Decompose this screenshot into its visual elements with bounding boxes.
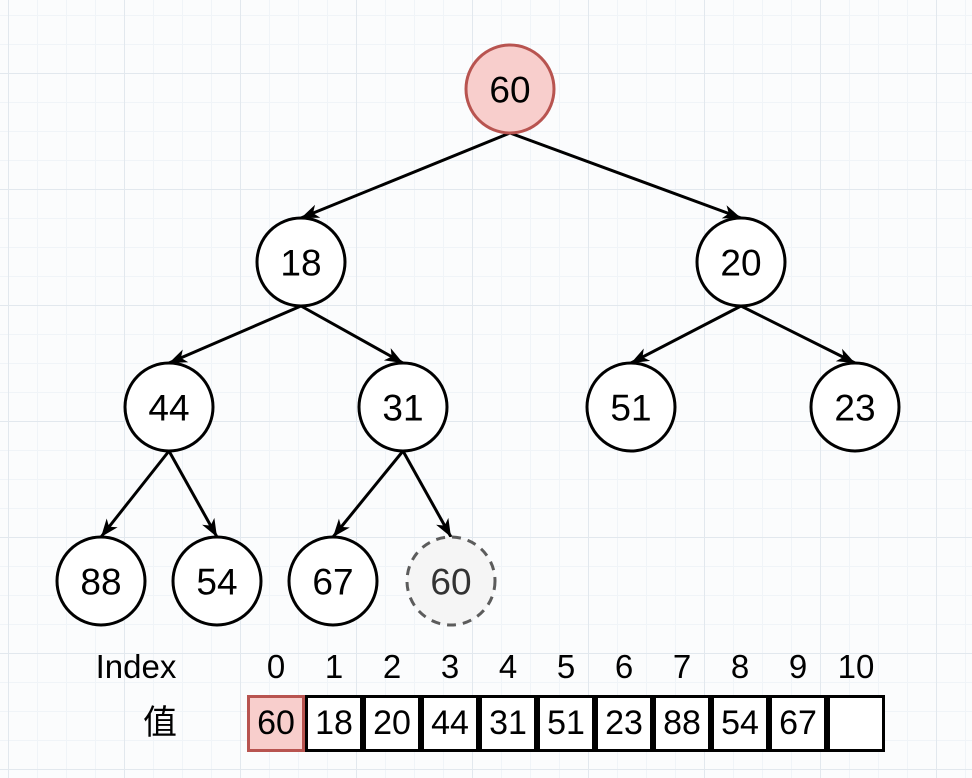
edge-31-60-ghost xyxy=(401,450,453,538)
tree-node-root-60: 60 xyxy=(464,43,556,135)
edge-44-54 xyxy=(167,450,219,538)
node-circle xyxy=(695,216,787,308)
index-number: 7 xyxy=(672,648,692,685)
tree-edges xyxy=(99,131,856,538)
node-label: 60 xyxy=(430,561,471,602)
array-index-row: 0 1 2 3 4 5 6 7 8 9 10 xyxy=(247,648,885,686)
index-number: 1 xyxy=(324,648,344,685)
index-number: 4 xyxy=(498,648,518,685)
index-number: 10 xyxy=(837,648,875,685)
index-number: 3 xyxy=(440,648,460,685)
tree-node-88: 88 xyxy=(55,535,147,627)
node-label: 88 xyxy=(80,561,121,602)
node-circle-highlighted xyxy=(464,43,556,135)
index-row-label: Index xyxy=(95,648,177,685)
value-cell: 18 xyxy=(305,695,363,752)
value-cell-empty xyxy=(827,695,885,752)
index-number: 8 xyxy=(730,648,750,685)
edge-60-18 xyxy=(300,131,511,220)
node-label: 18 xyxy=(280,242,321,283)
node-label: 60 xyxy=(489,69,530,110)
node-label: 31 xyxy=(382,387,423,428)
tree-node-44: 44 xyxy=(123,361,215,453)
node-label: 54 xyxy=(196,561,237,602)
node-label: 23 xyxy=(834,387,875,428)
index-number: 0 xyxy=(266,648,286,685)
tree-node-20: 20 xyxy=(695,216,787,308)
node-circle xyxy=(255,216,347,308)
node-circle xyxy=(585,361,677,453)
node-circle xyxy=(287,535,379,627)
node-label: 67 xyxy=(312,561,353,602)
tree-node-67: 67 xyxy=(287,535,379,627)
node-label: 51 xyxy=(610,387,651,428)
value-cell: 67 xyxy=(769,695,827,752)
edge-18-31 xyxy=(300,304,404,365)
node-circle xyxy=(809,361,901,453)
value-cell: 54 xyxy=(711,695,769,752)
node-circle xyxy=(171,535,263,627)
edge-20-51 xyxy=(630,304,742,365)
tree-node-54: 54 xyxy=(171,535,263,627)
node-label: 44 xyxy=(148,387,189,428)
index-number: 6 xyxy=(614,648,634,685)
node-circle xyxy=(55,535,147,627)
value-cell: 51 xyxy=(537,695,595,752)
edge-18-44 xyxy=(168,304,302,365)
edge-20-23 xyxy=(740,304,856,365)
index-number: 9 xyxy=(788,648,808,685)
tree-node-ghost-60: 60 xyxy=(405,535,497,627)
value-cell: 31 xyxy=(479,695,537,752)
edge-60-20 xyxy=(509,131,742,220)
array-value-row: 60 18 20 44 31 51 23 88 54 67 xyxy=(247,695,885,752)
tree-node-18: 18 xyxy=(255,216,347,308)
index-number: 5 xyxy=(556,648,576,685)
value-cell: 23 xyxy=(595,695,653,752)
tree-node-31: 31 xyxy=(357,361,449,453)
value-cell: 44 xyxy=(421,695,479,752)
value-row-label: 值 xyxy=(143,704,177,742)
node-circle xyxy=(123,361,215,453)
value-cell-highlighted: 60 xyxy=(247,695,305,752)
value-cell: 88 xyxy=(653,695,711,752)
tree-node-51: 51 xyxy=(585,361,677,453)
edge-31-67 xyxy=(331,450,405,538)
tree-node-23: 23 xyxy=(809,361,901,453)
node-circle-dashed xyxy=(405,535,497,627)
index-number: 2 xyxy=(382,648,402,685)
edge-44-88 xyxy=(99,450,171,538)
value-cell: 20 xyxy=(363,695,421,752)
node-label: 20 xyxy=(720,242,761,283)
node-circle xyxy=(357,361,449,453)
